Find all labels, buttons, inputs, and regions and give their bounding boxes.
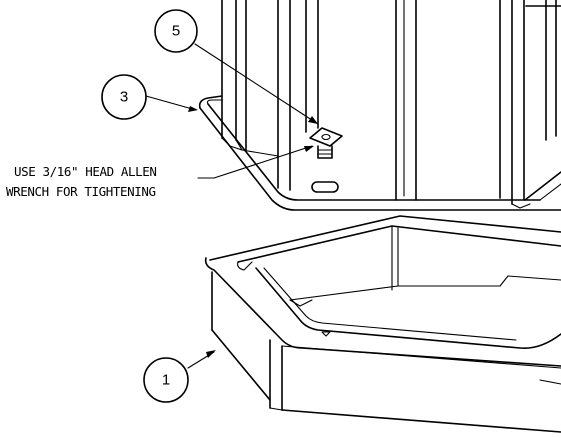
upper-base-plate <box>198 95 561 211</box>
callout-bubble-1: 1 <box>143 357 189 403</box>
leader-lines <box>145 43 319 369</box>
allen-bolt <box>309 127 343 159</box>
upper-posts <box>221 0 561 209</box>
callout-label-5: 5 <box>172 23 180 40</box>
callout-bubble-3: 3 <box>101 74 147 120</box>
callout-label-1: 1 <box>162 372 170 389</box>
callout-bubble-5: 5 <box>154 9 198 53</box>
callout-label-3: 3 <box>120 89 128 106</box>
plate-slot <box>311 181 339 193</box>
note-line-2: WRENCH FOR TIGHTENING <box>6 184 156 199</box>
tightening-note: USE 3/16" HEAD ALLEN WRENCH FOR TIGHTENI… <box>6 164 157 199</box>
note-line-1: USE 3/16" HEAD ALLEN <box>14 164 157 179</box>
lower-base-tray <box>204 215 561 433</box>
